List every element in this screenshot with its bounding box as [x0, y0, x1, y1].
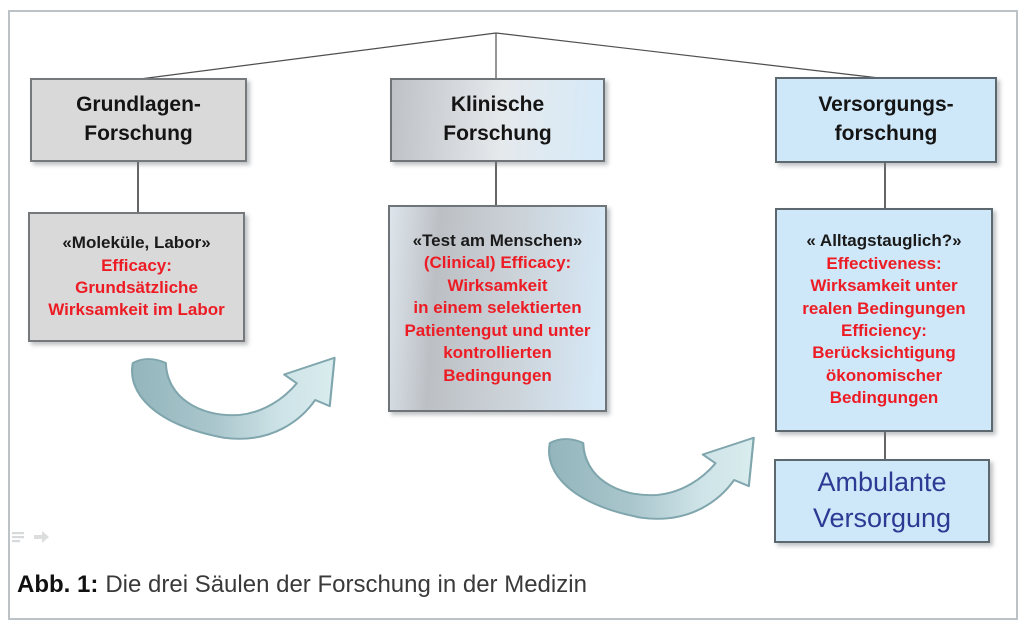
- detail-line: Wirksamkeit unter: [810, 276, 958, 296]
- detail-box-klinische-forschung: «Test am Menschen» (Clinical) Efficacy: …: [388, 205, 607, 412]
- detail-line: Grundsätzliche: [75, 278, 198, 297]
- detail-line: Wirksamkeit im Labor: [48, 300, 225, 320]
- header-box-grundlagenforschung: Grundlagen- Forschung: [30, 78, 247, 162]
- detail-line: Patientengut und unter: [404, 320, 591, 340]
- detail-line: ökonomischer: [825, 365, 943, 385]
- detail-line: (Clinical) Efficacy:: [423, 253, 572, 273]
- ambulante-line: Versorgung: [812, 503, 952, 533]
- detail-line: Efficacy:: [101, 255, 172, 275]
- detail-line: Wirksamkeit: [447, 275, 548, 295]
- forward-arrow-icon: [34, 531, 49, 543]
- slide-decoration-icons: [10, 529, 50, 545]
- detail-line: in einem selektierten: [413, 298, 582, 318]
- header-line: Forschung: [84, 122, 193, 145]
- header-box-versorgungsforschung: Versorgungs- forschung: [775, 77, 997, 163]
- ambulante-line: Ambulante: [817, 467, 947, 498]
- detail-line: Efficiency:: [841, 321, 927, 340]
- detail-line: Bedingungen: [443, 365, 552, 385]
- detail-line: Bedingungen: [829, 388, 939, 408]
- header-line: Versorgungs-: [818, 93, 954, 117]
- header-line: forschung: [834, 122, 938, 145]
- quote-line: «Moleküle, Labor»: [62, 233, 211, 253]
- quote-line: «Test am Menschen»: [412, 230, 583, 250]
- detail-line: Berücksichtigung: [812, 343, 956, 363]
- header-box-klinische-forschung: Klinische Forschung: [390, 78, 605, 162]
- header-line: Klinische: [450, 93, 545, 117]
- detail-line: kontrollierten: [443, 343, 552, 363]
- header-line: Forschung: [443, 122, 552, 145]
- header-line: Grundlagen-: [76, 93, 201, 117]
- detail-line: Effectiveness:: [826, 253, 942, 273]
- detail-box-grundlagenforschung: «Moleküle, Labor» Efficacy: Grundsätzlic…: [28, 212, 245, 342]
- quote-line: « Alltagstauglich?»: [806, 231, 962, 251]
- caption-label: Abb. 1:: [17, 571, 99, 598]
- box-ambulante-versorgung: Ambulante Versorgung: [774, 459, 990, 543]
- figure-caption: Abb. 1:Die drei Säulen der Forschung in …: [17, 571, 587, 599]
- notes-icon: [12, 531, 24, 542]
- caption-text: Die drei Säulen der Forschung in der Med…: [105, 571, 587, 598]
- detail-box-versorgungsforschung: « Alltagstauglich?» Effectiveness: Wirks…: [775, 208, 993, 432]
- detail-line: realen Bedingungen: [802, 298, 966, 318]
